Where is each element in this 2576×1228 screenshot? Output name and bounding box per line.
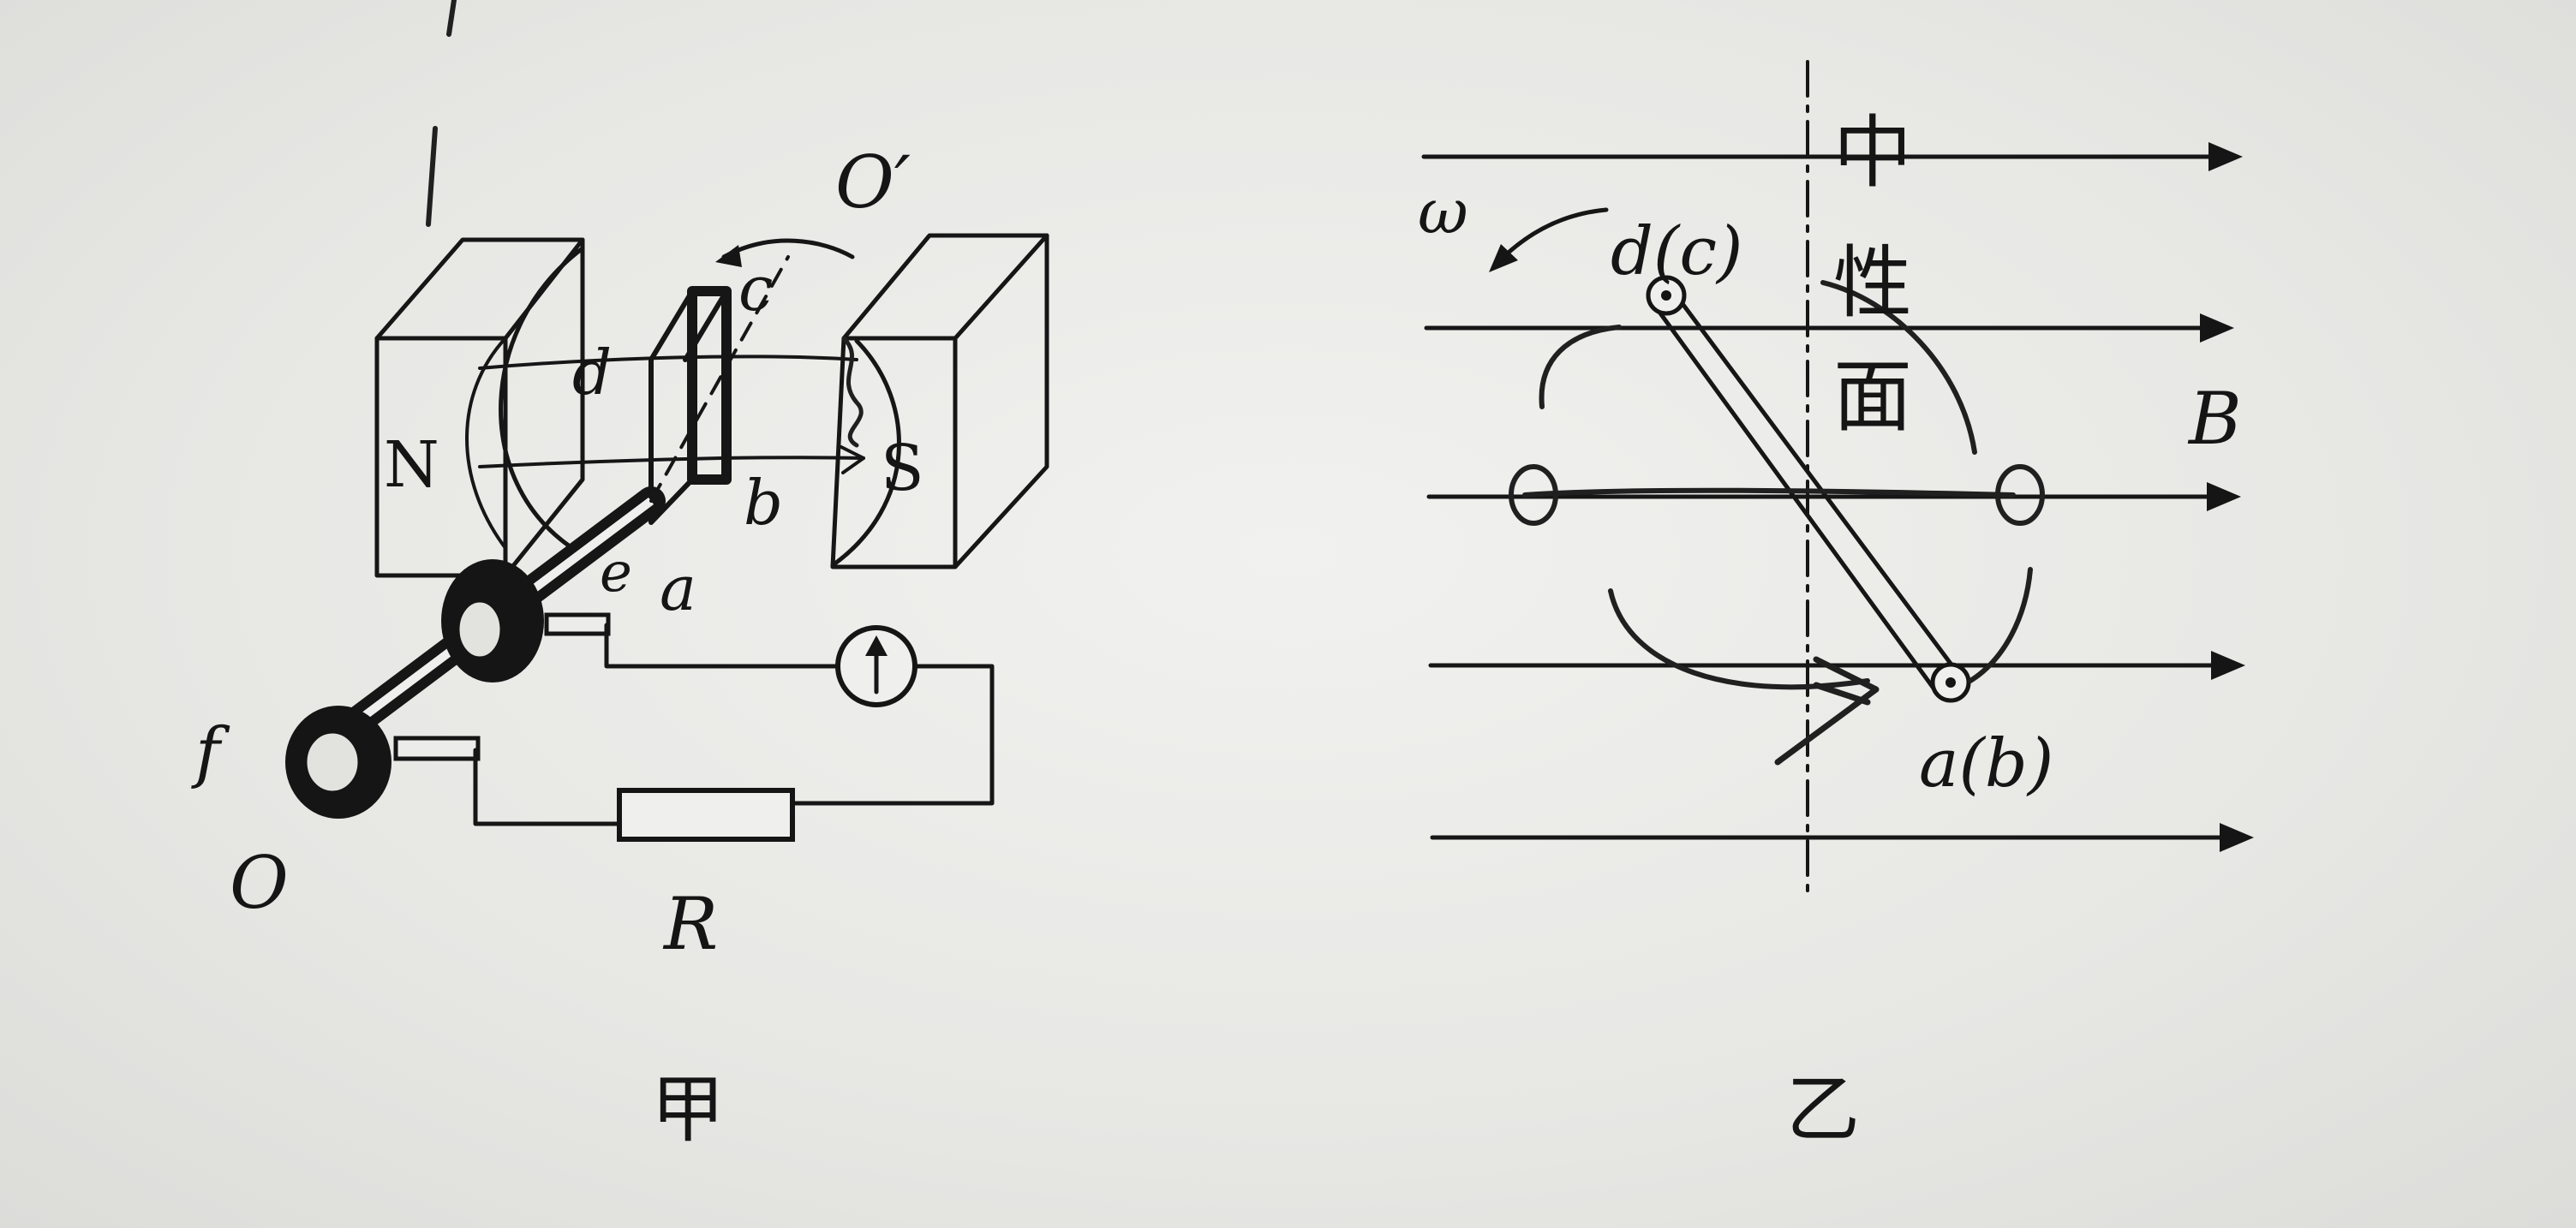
caption-yi: 乙 — [1786, 1067, 1860, 1153]
pencil-mark-top — [446, 0, 457, 37]
label-o: O — [230, 841, 289, 925]
field-arrow-head — [840, 445, 865, 474]
figure-jia: N S — [191, 0, 1049, 1153]
pencil-squiggle — [841, 336, 864, 448]
label-dc: d(c) — [1611, 213, 1742, 290]
figure-yi: ω d(c) a(b) B 中 性 面 乙 — [1418, 60, 2254, 1153]
pencil-mark-left — [426, 126, 438, 227]
resistor-r — [617, 788, 795, 842]
brush-e — [544, 612, 611, 636]
slip-ring-e — [441, 559, 544, 683]
neutral-plane-char-3: 面 — [1833, 351, 1912, 443]
label-b-field: B — [2187, 377, 2242, 461]
rotation-arrow-jia — [721, 238, 855, 259]
label-r: R — [662, 882, 718, 966]
pencil-annotations — [1509, 280, 2045, 766]
magnet-s: S — [830, 233, 1049, 569]
slip-ring-f — [285, 706, 391, 819]
label-a: a — [660, 552, 696, 624]
galvanometer — [835, 625, 917, 707]
field-line-upper — [478, 355, 858, 370]
label-o-prime: O′ — [835, 140, 911, 224]
label-omega: ω — [1418, 176, 1468, 247]
label-n: N — [384, 428, 439, 502]
label-f: f — [191, 714, 230, 791]
label-s: S — [881, 432, 924, 505]
brush-f — [393, 736, 481, 761]
magnet-n: N — [374, 237, 585, 578]
label-b: b — [744, 467, 783, 539]
label-ab: a(b) — [1919, 725, 2053, 802]
caption-jia: 甲 — [651, 1067, 725, 1153]
neutral-plane-char-2: 性 — [1833, 237, 1912, 329]
label-d: d — [572, 337, 612, 408]
label-e: e — [600, 541, 632, 605]
omega-arrow — [1497, 207, 1609, 264]
label-c: c — [738, 253, 773, 325]
neutral-plane-char-1: 中 — [1833, 107, 1912, 199]
coil-abcd — [648, 286, 732, 525]
neutral-plane-label: 中 性 面 — [1833, 107, 1912, 443]
